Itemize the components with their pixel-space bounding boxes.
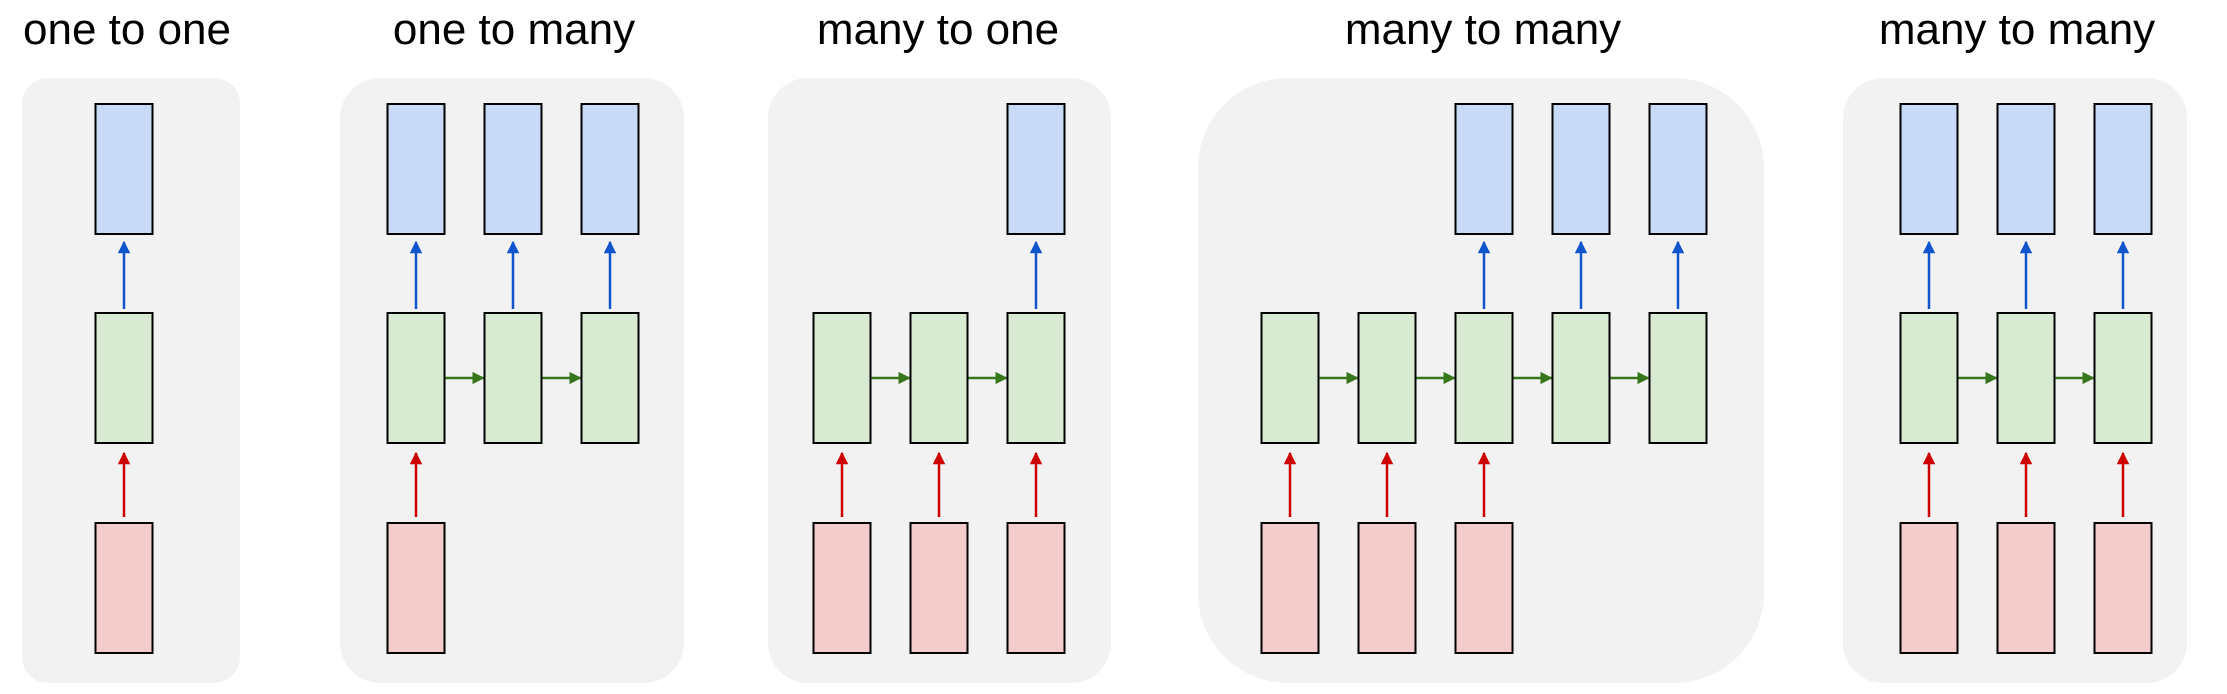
- hidden-state-box: [483, 312, 543, 444]
- output-box: [386, 103, 446, 235]
- input-box: [1357, 522, 1417, 654]
- hidden-state-box: [909, 312, 969, 444]
- hidden-state-box: [2093, 312, 2153, 444]
- hidden-state-box: [812, 312, 872, 444]
- diagram-panel: one to many: [340, 5, 684, 683]
- input-box: [2093, 522, 2153, 654]
- hidden-state-box: [1454, 312, 1514, 444]
- input-box: [1996, 522, 2056, 654]
- diagram-panel: many to many: [1843, 5, 2187, 683]
- input-box: [1454, 522, 1514, 654]
- diagram-title: one to one: [23, 5, 231, 54]
- hidden-state-box: [1899, 312, 1959, 444]
- hidden-state-box: [386, 312, 446, 444]
- output-box: [1454, 103, 1514, 235]
- input-box: [909, 522, 969, 654]
- hidden-state-box: [580, 312, 640, 444]
- output-box: [1996, 103, 2056, 235]
- output-box: [1648, 103, 1708, 235]
- output-box: [1899, 103, 1959, 235]
- diagram-title: many to many: [1345, 5, 1621, 54]
- output-box: [2093, 103, 2153, 235]
- input-box: [94, 522, 154, 654]
- input-box: [1006, 522, 1066, 654]
- hidden-state-box: [1648, 312, 1708, 444]
- hidden-state-box: [94, 312, 154, 444]
- diagram-panel: many to one: [768, 5, 1111, 683]
- hidden-state-box: [1006, 312, 1066, 444]
- diagram-panel: one to one: [22, 5, 240, 683]
- diagram-title: one to many: [393, 5, 635, 54]
- input-box: [1899, 522, 1959, 654]
- diagram-title: many to many: [1879, 5, 2155, 54]
- hidden-state-box: [1996, 312, 2056, 444]
- diagram-title: many to one: [817, 5, 1059, 54]
- output-box: [1551, 103, 1611, 235]
- hidden-state-box: [1357, 312, 1417, 444]
- output-box: [94, 103, 154, 235]
- output-box: [1006, 103, 1066, 235]
- hidden-state-box: [1260, 312, 1320, 444]
- input-box: [386, 522, 446, 654]
- output-box: [580, 103, 640, 235]
- input-box: [812, 522, 872, 654]
- output-box: [483, 103, 543, 235]
- diagram-panel: many to many: [1198, 5, 1764, 683]
- input-box: [1260, 522, 1320, 654]
- hidden-state-box: [1551, 312, 1611, 444]
